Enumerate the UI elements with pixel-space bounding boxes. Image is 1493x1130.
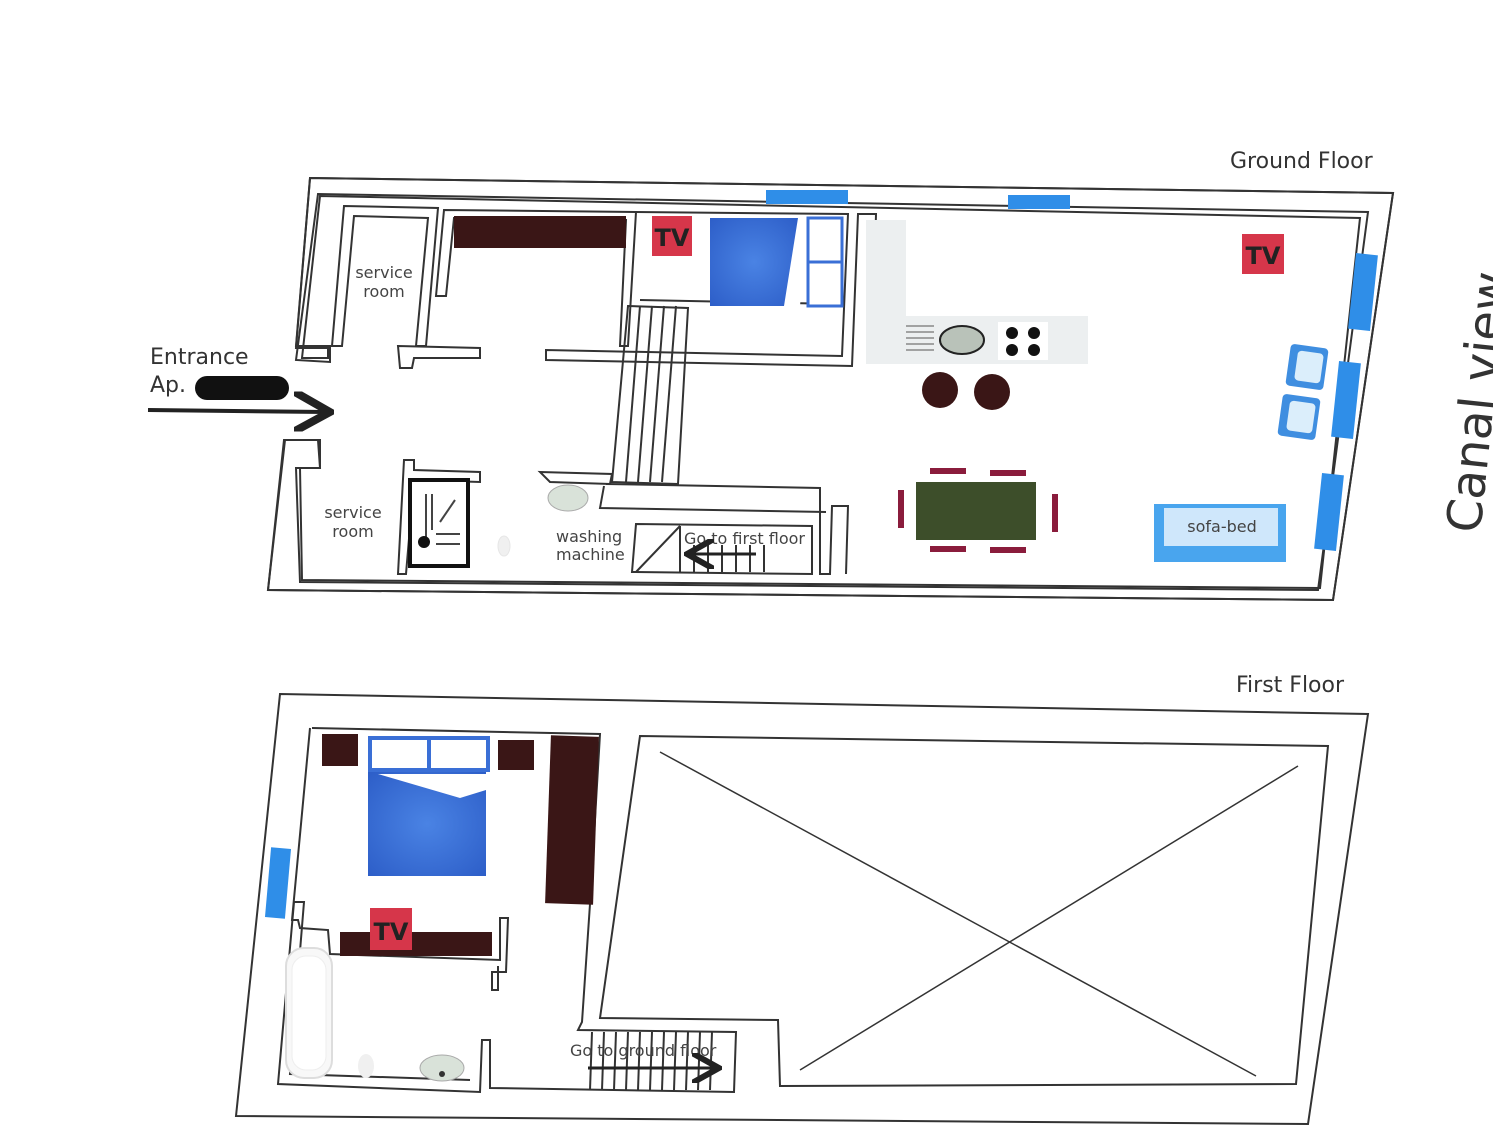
- void-cross: [799, 765, 1299, 1071]
- inner-wall: [537, 470, 614, 486]
- redacted-mark: [195, 376, 289, 400]
- chair: [930, 468, 966, 474]
- service-room-bottom-label: room: [332, 522, 373, 541]
- service-room-top-label: service: [355, 263, 412, 282]
- armchair-seat: [1294, 350, 1324, 384]
- dining-table: [916, 482, 1036, 540]
- toilet: [497, 535, 511, 557]
- entrance-arrow: [147, 410, 326, 412]
- window: [1331, 361, 1361, 439]
- inner-wall: [396, 344, 481, 369]
- service-room-top-walls: [330, 204, 440, 347]
- washing-sink: [547, 484, 589, 512]
- window: [1314, 473, 1344, 551]
- ground-floor: Ground Floor service room TV: [147, 149, 1395, 602]
- service-room-bottom-label: service: [324, 503, 381, 522]
- shower: [408, 478, 470, 568]
- bathtub-inner: [291, 955, 327, 1071]
- tv-first-floor: [370, 908, 412, 950]
- chair: [930, 546, 966, 552]
- bed-sheet: [378, 774, 486, 798]
- washing-machine-label: washing: [556, 527, 622, 546]
- canal-view-label: Canal view: [1436, 269, 1493, 535]
- entrance-sub-label: Ap.: [150, 373, 186, 398]
- service-room-bottom-walls: [396, 459, 481, 575]
- washing-machine-label: machine: [556, 545, 625, 564]
- central-stairs: [610, 304, 690, 486]
- nightstand: [322, 734, 358, 766]
- sink: [906, 325, 985, 355]
- stool: [922, 372, 958, 408]
- stove-hob-icon: [998, 322, 1048, 360]
- tv-label: TV: [655, 224, 690, 252]
- window: [264, 847, 292, 919]
- armchair-seat: [1286, 400, 1316, 434]
- window: [766, 190, 848, 204]
- void-cross: [659, 751, 1257, 1077]
- first-floor-title: First Floor: [1236, 673, 1345, 698]
- stairs-to-ground-floor: [589, 1031, 713, 1091]
- first-floor-inner-wall: [290, 727, 510, 991]
- entrance-label: Entrance: [150, 345, 249, 370]
- window: [1348, 253, 1378, 331]
- tv-living: [1242, 234, 1284, 274]
- kitchen-counter: [866, 220, 906, 320]
- stool: [974, 374, 1010, 410]
- toilet: [358, 1054, 374, 1078]
- service-room-top-label: room: [363, 282, 404, 301]
- sofa-bed-seat: [1164, 508, 1278, 546]
- inner-wall: [605, 483, 850, 575]
- tv-ground-bedroom: [652, 216, 692, 256]
- wardrobe: [545, 735, 599, 905]
- tv-unit: [340, 932, 492, 956]
- cabinet: [454, 216, 626, 248]
- bath-sink: [419, 1054, 465, 1082]
- window: [1008, 195, 1070, 209]
- chair: [898, 490, 904, 528]
- first-floor-outer-wall: [234, 692, 1370, 1126]
- chair: [990, 547, 1026, 553]
- first-floor-inner-wall: [276, 727, 738, 1094]
- chair: [1052, 494, 1058, 532]
- bed-sheet: [784, 218, 808, 306]
- stairs-first-floor-label: Go to first floor: [684, 529, 805, 548]
- sofa-bed-label: sofa-bed: [1187, 517, 1257, 536]
- ground-outer-frame: [266, 176, 1395, 602]
- ground-floor-title: Ground Floor: [1230, 149, 1374, 174]
- open-void: [598, 734, 1330, 1088]
- tv-label: TV: [1246, 242, 1281, 270]
- first-floor: First Floor TV: [234, 673, 1370, 1126]
- stairs-ground-floor-label: Go to ground floor: [570, 1041, 717, 1060]
- inner-wall: [598, 485, 827, 513]
- chair: [990, 470, 1026, 476]
- drain: [439, 1071, 445, 1077]
- bed: [710, 218, 798, 306]
- tv-label: TV: [374, 918, 409, 946]
- nightstand: [498, 740, 534, 770]
